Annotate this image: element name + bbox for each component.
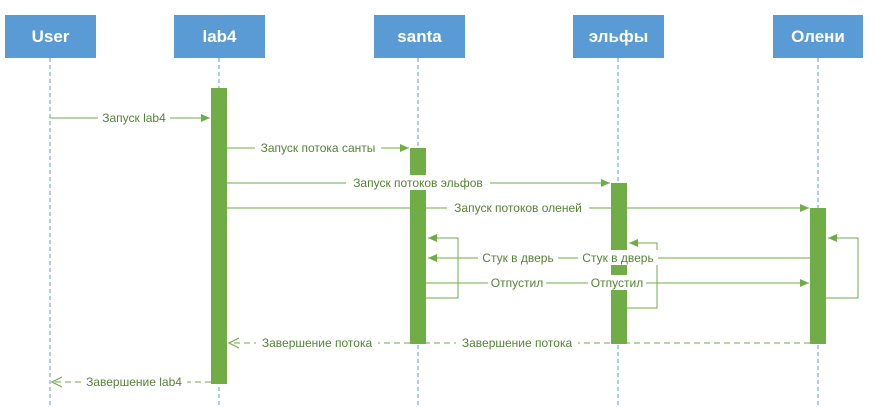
- message-label-start-deer: Запуск потоков оленей: [447, 200, 589, 215]
- self-loop-santa: [426, 234, 459, 299]
- message-label-finish-2: Завершение потока: [456, 335, 578, 350]
- message-label-knock-1: Стук в дверь: [478, 250, 558, 265]
- message-text: Стук в дверь: [482, 251, 553, 265]
- participant-label: Олени: [791, 27, 845, 46]
- message-label-start-santa: Запуск потока санты: [255, 140, 381, 155]
- participant-user: User: [5, 15, 96, 58]
- message-text: Запуск потока санты: [261, 141, 376, 155]
- message-label-finish-lab4: Завершение lab4: [81, 374, 187, 389]
- participant-label: santa: [397, 27, 442, 46]
- participant-lab4: lab4: [174, 15, 265, 58]
- message-text: Отпустил: [491, 276, 543, 290]
- message-label-knock-2: Стук в дверь: [578, 250, 658, 265]
- message-text: Завершение lab4: [86, 375, 182, 389]
- participant-santa: santa: [374, 15, 465, 58]
- participant-elves: эльфы: [573, 15, 664, 58]
- message-text: Запуск потоков эльфов: [353, 176, 483, 190]
- message-label-release-2: Отпустил: [588, 275, 646, 290]
- message-label-finish-1: Завершение потока: [256, 335, 378, 350]
- activation-lab4: [211, 88, 227, 384]
- message-text: Стук в дверь: [582, 251, 653, 265]
- message-text: Отпустил: [591, 276, 643, 290]
- activation-santa: [410, 148, 426, 344]
- message-label-start-lab4: Запуск lab4: [98, 110, 170, 125]
- self-loop-deer: [826, 234, 859, 299]
- message-text: Завершение потока: [262, 336, 373, 350]
- message-label-start-elves: Запуск потоков эльфов: [346, 175, 490, 190]
- message-text: Завершение потока: [462, 336, 573, 350]
- message-text: Запуск lab4: [102, 111, 166, 125]
- participant-label: lab4: [202, 27, 237, 46]
- self-loop-elves: [627, 239, 658, 309]
- participant-deer: Олени: [773, 15, 863, 58]
- message-label-release-1: Отпустил: [488, 275, 546, 290]
- participant-label: эльфы: [589, 27, 649, 46]
- message-text: Запуск потоков оленей: [454, 201, 582, 215]
- activation-deer: [810, 208, 826, 344]
- participant-label: User: [32, 27, 70, 46]
